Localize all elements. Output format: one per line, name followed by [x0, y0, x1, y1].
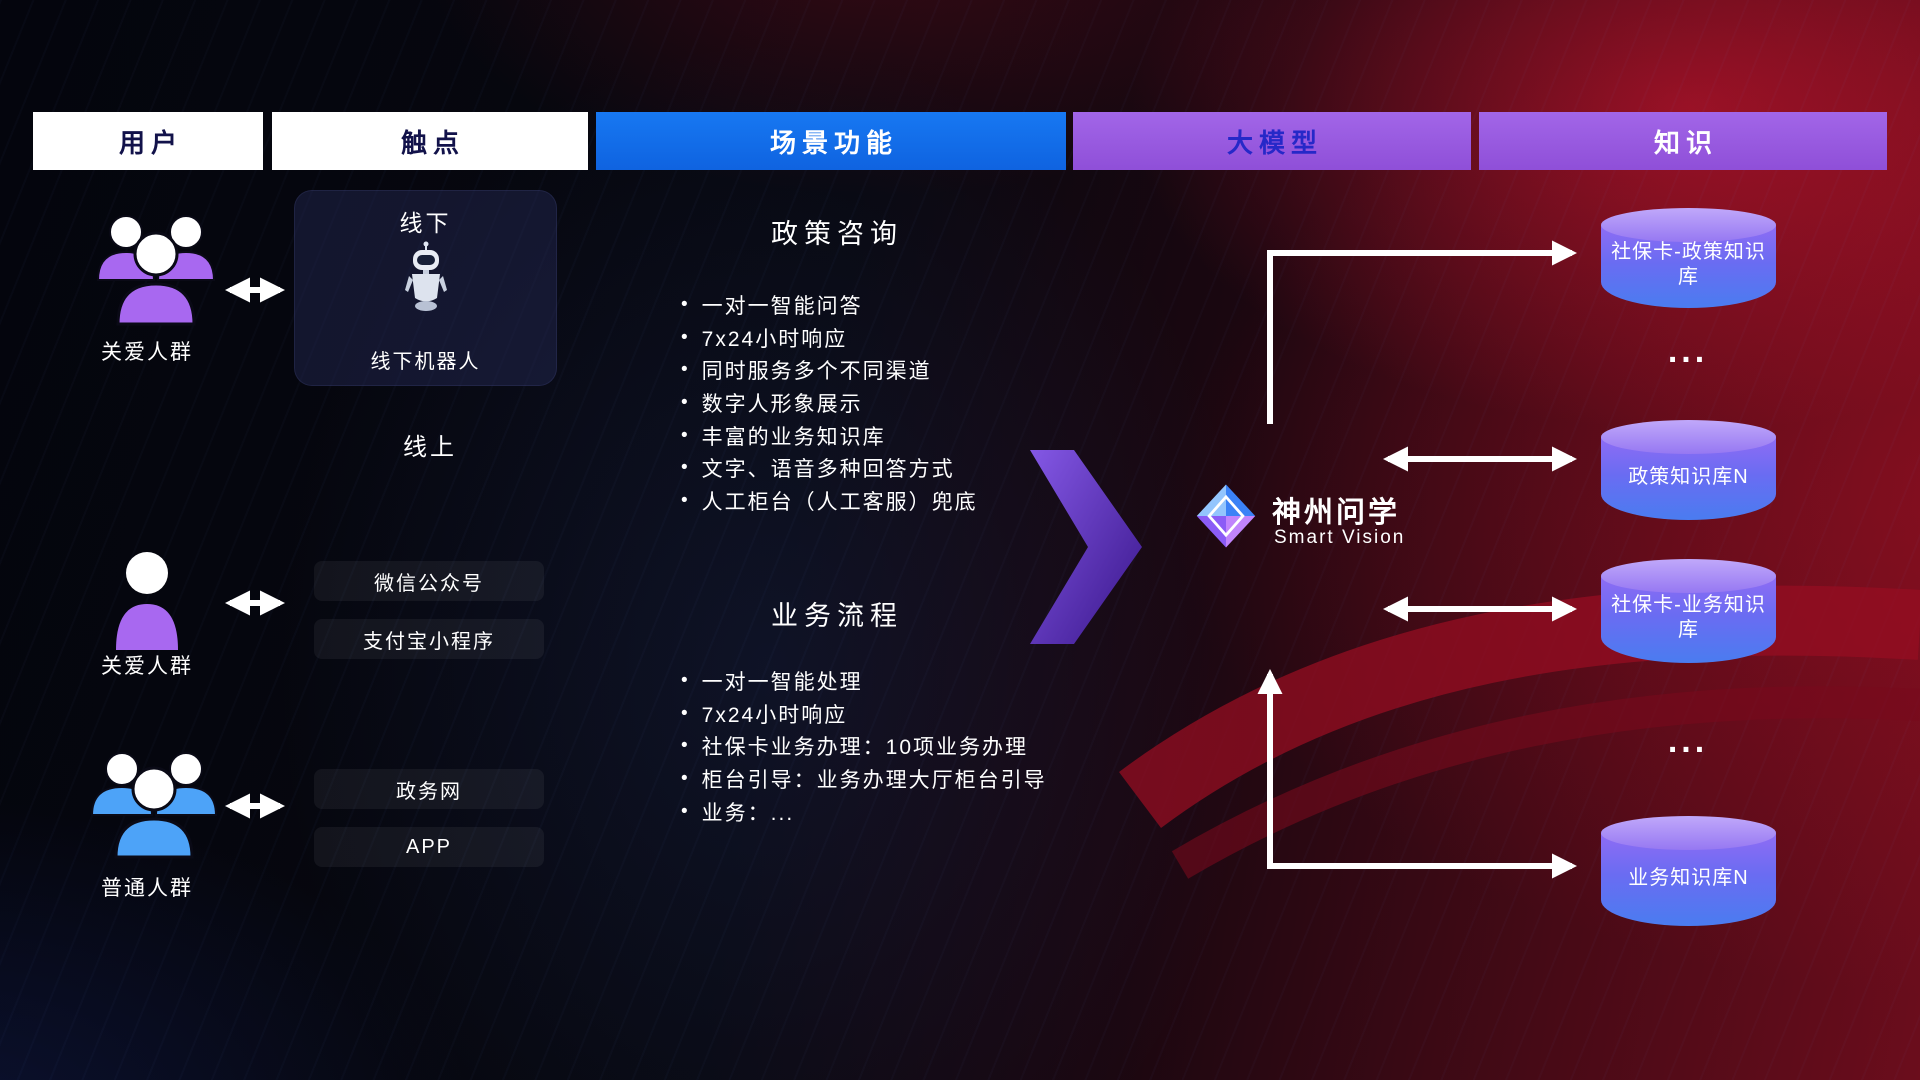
channel-wechat-label: 微信公众号 [374, 572, 484, 595]
feature-text: 7x24小时响应 [701, 703, 848, 727]
header-model: 大模型 [1073, 112, 1471, 170]
user-group2-label: 关爱人群 [101, 655, 193, 678]
feature-item: • 7x24小时响应 [681, 322, 978, 355]
channel-alipay: 支付宝小程序 [314, 619, 544, 659]
user-group-purple-icon [96, 215, 216, 326]
feature-item: • 社保卡业务办理：10项业务办理 [681, 730, 1047, 763]
model-to-db1-arrow [1267, 240, 1578, 424]
feature-text: 业务：... [701, 801, 795, 825]
model-to-db4-arrow [1257, 668, 1578, 879]
feature-text: 一对一智能问答 [701, 295, 863, 319]
feature-item: • 一对一智能问答 [681, 289, 978, 322]
bullet-dot: • [681, 326, 690, 348]
scenario2-title: 业务流程 [771, 601, 903, 631]
feature-item: • 7x24小时响应 [681, 698, 1047, 731]
channel-gov-web-label: 政务网 [396, 780, 462, 803]
cylinder-top [1601, 420, 1776, 454]
knowledge-db-4-label: 业务知识库N [1628, 866, 1749, 889]
knowledge-db-4: 业务知识库N [1601, 816, 1776, 926]
knowledge-db-1: 社保卡-政策知识库 [1601, 208, 1776, 308]
user-group1-label: 关爱人群 [101, 341, 193, 364]
header-knowledge: 知识 [1479, 112, 1887, 170]
user-person-purple-icon [116, 552, 178, 650]
model-logo-icon [1196, 484, 1256, 548]
feature-text: 柜台引导：业务办理大厅柜台引导 [701, 769, 1047, 793]
knowledge-db-1-label: 社保卡-政策知识库 [1611, 241, 1766, 288]
header-user-label: 用户 [118, 127, 183, 158]
channel-wechat: 微信公众号 [314, 561, 544, 601]
flow-arrow-icon [1030, 450, 1142, 644]
bullet-dot: • [681, 768, 690, 790]
channel-gov-web: 政务网 [314, 769, 544, 809]
channel-alipay-label: 支付宝小程序 [363, 630, 495, 653]
feature-item: • 数字人形象展示 [681, 387, 978, 420]
bullet-dot: • [681, 359, 690, 381]
scenario1-feature-list: •一对一智能问答 •7x24小时响应 •同时服务多个不同渠道 •数字人形象展示 … [681, 289, 978, 517]
header-touchpoint: 触点 [272, 112, 588, 170]
robot-icon [400, 240, 452, 319]
feature-text: 同时服务多个不同渠道 [701, 360, 932, 384]
cylinder-top [1601, 208, 1776, 242]
knowledge-db-3-label: 社保卡-业务知识库 [1611, 594, 1766, 641]
model-subtitle: Smart Vision [1274, 527, 1406, 548]
feature-item: • 丰富的业务知识库 [681, 419, 978, 452]
header-knowledge-label: 知识 [1653, 127, 1718, 158]
feature-item: • 柜台引导：业务办理大厅柜台引导 [681, 763, 1047, 796]
feature-item: • 人工柜台（人工客服）兜底 [681, 485, 978, 518]
offline-title: 线下 [399, 210, 452, 236]
bullet-dot: • [681, 457, 690, 479]
feature-text: 丰富的业务知识库 [701, 425, 886, 449]
bullet-dot: • [681, 735, 690, 757]
ellipsis-1: ... [1667, 332, 1709, 370]
header-scenario: 场景功能 [596, 112, 1066, 170]
header-user: 用户 [33, 112, 263, 170]
user-group3-label: 普通人群 [101, 877, 193, 900]
bullet-dot: • [681, 489, 690, 511]
user-group-blue-icon [90, 752, 218, 859]
knowledge-db-3: 社保卡-业务知识库 [1601, 559, 1776, 663]
feature-item: • 业务：... [681, 795, 1047, 828]
header-scenario-label: 场景功能 [769, 127, 898, 158]
online-title: 线上 [403, 434, 457, 461]
bullet-dot: • [681, 294, 690, 316]
model-name: 神州问学 [1272, 497, 1401, 529]
header-model-label: 大模型 [1226, 127, 1323, 158]
feature-item: • 一对一智能处理 [681, 665, 1047, 698]
bullet-dot: • [681, 800, 690, 822]
ellipsis-2: ... [1667, 722, 1709, 760]
feature-text: 7x24小时响应 [701, 327, 848, 351]
header-touchpoint-label: 触点 [400, 127, 465, 158]
offline-robot-label: 线下机器人 [370, 351, 481, 373]
channel-app: APP [314, 827, 544, 867]
feature-text: 文字、语音多种回答方式 [701, 458, 955, 482]
scenario1-title: 政策咨询 [771, 219, 903, 249]
knowledge-db-2-label: 政策知识库N [1628, 465, 1749, 488]
bullet-dot: • [681, 392, 690, 414]
bullet-dot: • [681, 670, 690, 692]
offline-touchpoint-card: 线下 线下机器人 [294, 190, 557, 386]
feature-text: 数字人形象展示 [701, 393, 863, 417]
channel-app-label: APP [405, 835, 453, 858]
knowledge-db-2: 政策知识库N [1601, 420, 1776, 520]
scenario2-feature-list: • 一对一智能处理 • 7x24小时响应 • 社保卡业务办理：10项业务办理 • 柜台引… [681, 665, 1047, 828]
bullet-dot: • [681, 424, 690, 446]
feature-text: 人工柜台（人工客服）兜底 [701, 490, 978, 514]
feature-text: 社保卡业务办理：10项业务办理 [701, 736, 1029, 760]
bullet-dot: • [681, 702, 690, 724]
feature-text: 一对一智能处理 [701, 671, 863, 695]
feature-item: • 文字、语音多种回答方式 [681, 452, 978, 485]
feature-item: • 同时服务多个不同渠道 [681, 354, 978, 387]
